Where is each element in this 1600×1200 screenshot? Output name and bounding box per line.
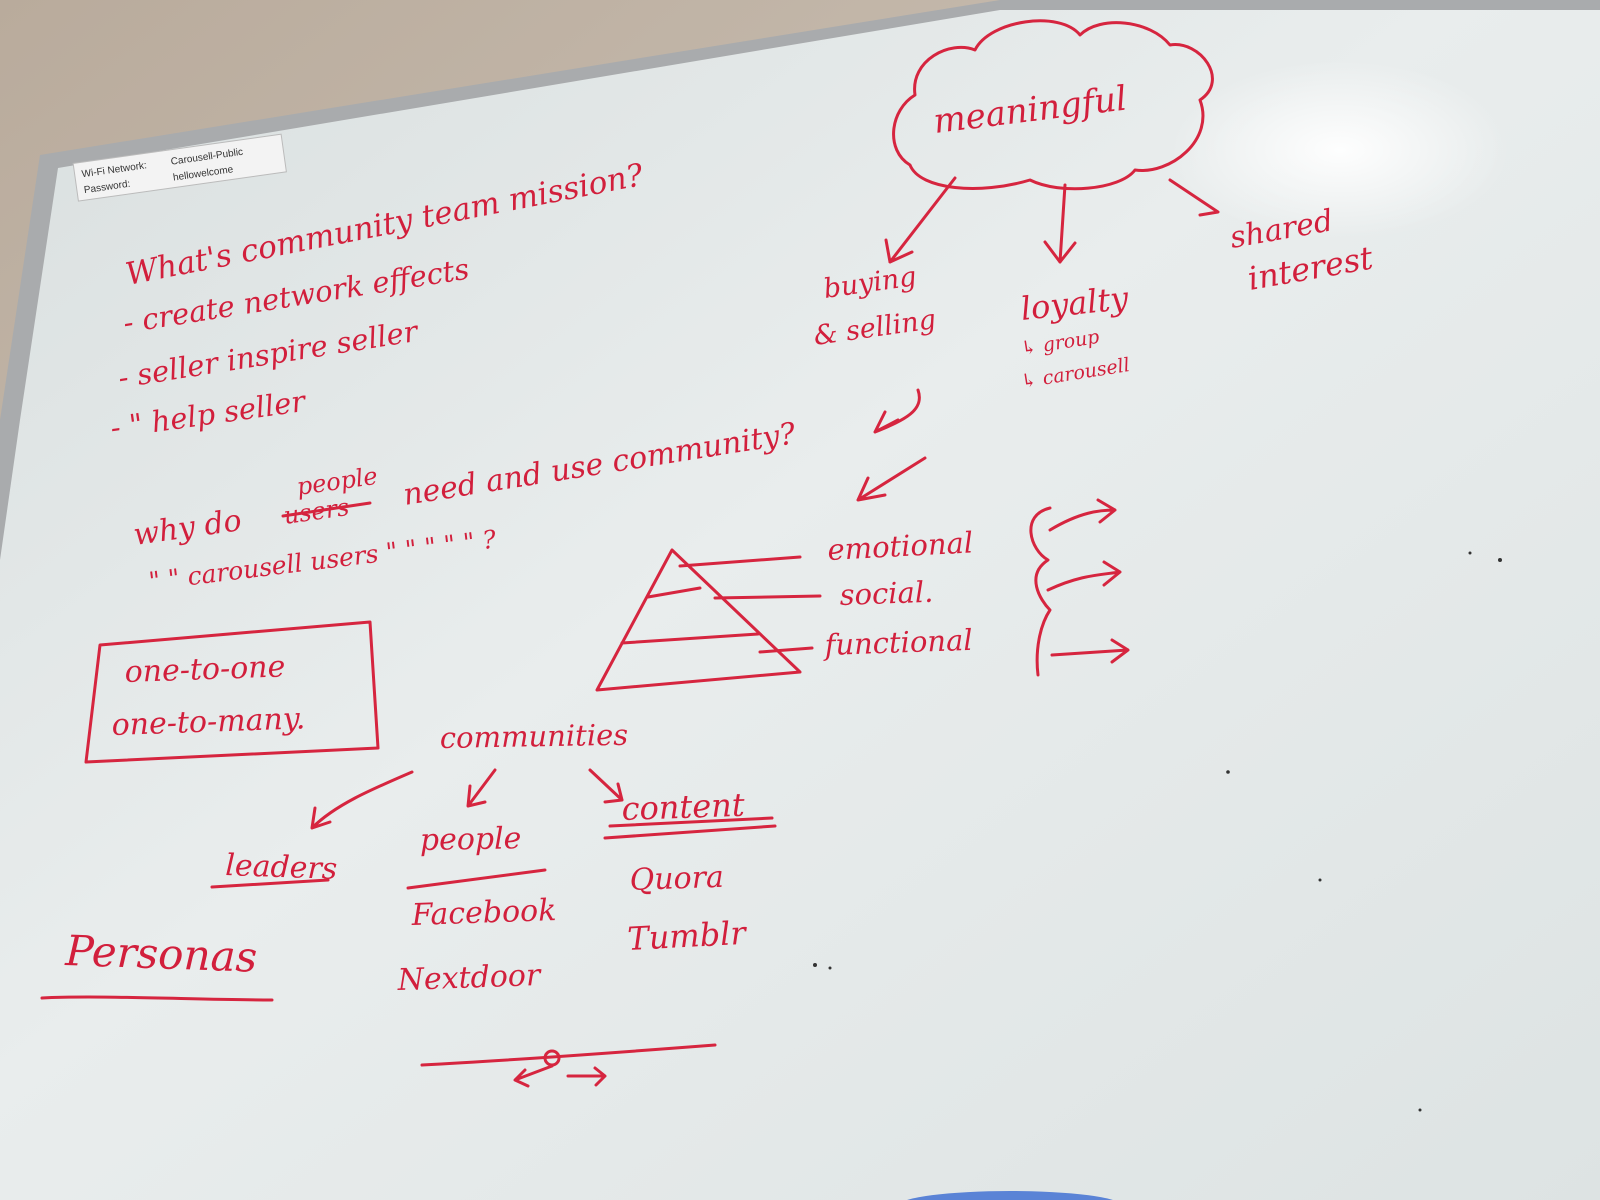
spectrum-line [420, 1043, 717, 1088]
brace-arrow-1 [1048, 498, 1117, 532]
pyramid-level-functional: functional [822, 623, 973, 662]
brace-arrow-3 [1050, 638, 1130, 664]
content-example-1: Quora [629, 860, 724, 898]
pyramid-pointer-1 [678, 555, 802, 568]
people-example-1: Facebook [410, 893, 557, 933]
arrow-to-people [466, 768, 497, 808]
blue-object [907, 1191, 1113, 1200]
content-example-2: Tumblr [626, 914, 748, 958]
arrow-why-2 [856, 456, 927, 502]
light-glare [1170, 60, 1510, 240]
content-underline-1 [603, 824, 777, 840]
content-underline-2 [608, 816, 774, 828]
arrow-to-loyalty [1043, 183, 1077, 264]
arrow-to-content [588, 768, 624, 804]
arrow-to-leaders [310, 770, 414, 830]
box-line2: one-to-many. [111, 701, 306, 743]
leaders-underline [210, 878, 330, 889]
board-surface [0, 10, 1600, 1200]
box-line1: one-to-one [124, 649, 286, 690]
pyramid-level-social: social. [839, 575, 934, 612]
people-example-2: Nextdoor [396, 958, 542, 998]
pyramid-level-emotional: emotional [827, 525, 974, 567]
people-underline [406, 868, 547, 890]
spectrum-base [420, 1043, 717, 1067]
branch-people: people [420, 821, 522, 858]
cloud-outline [892, 19, 1214, 191]
pyramid-line-1 [646, 586, 702, 599]
box-outline [84, 620, 380, 764]
communities-title: communities [440, 718, 629, 755]
arrow-to-buying [884, 176, 957, 264]
brace [1029, 506, 1052, 677]
pyramid-pointer-2 [713, 594, 822, 600]
personas-underline [40, 995, 274, 1002]
personas-section: Personas [40, 926, 274, 1002]
needs-pyramid: emotional social. functional [595, 498, 1130, 692]
spectrum-arrow-right [566, 1066, 607, 1087]
spectrum-arrow-left [513, 1064, 554, 1088]
arrow-buying-to-why [873, 388, 921, 434]
marker-specks [813, 551, 1502, 1112]
one-to-one-box: one-to-one one-to-many. [84, 620, 380, 764]
pyramid-line-2 [620, 632, 760, 645]
strikethrough [281, 501, 372, 518]
communities-tree: communities leaders people Facebook Next… [210, 718, 777, 998]
brace-arrow-2 [1046, 560, 1122, 592]
pyramid-pointer-3 [758, 646, 814, 654]
arrow-to-shared [1168, 178, 1220, 217]
wifi-sticker: Wi-Fi Network: Carousell-Public Password… [72, 133, 287, 202]
pyramid-outline [595, 548, 802, 692]
personas-label: Personas [64, 926, 258, 982]
